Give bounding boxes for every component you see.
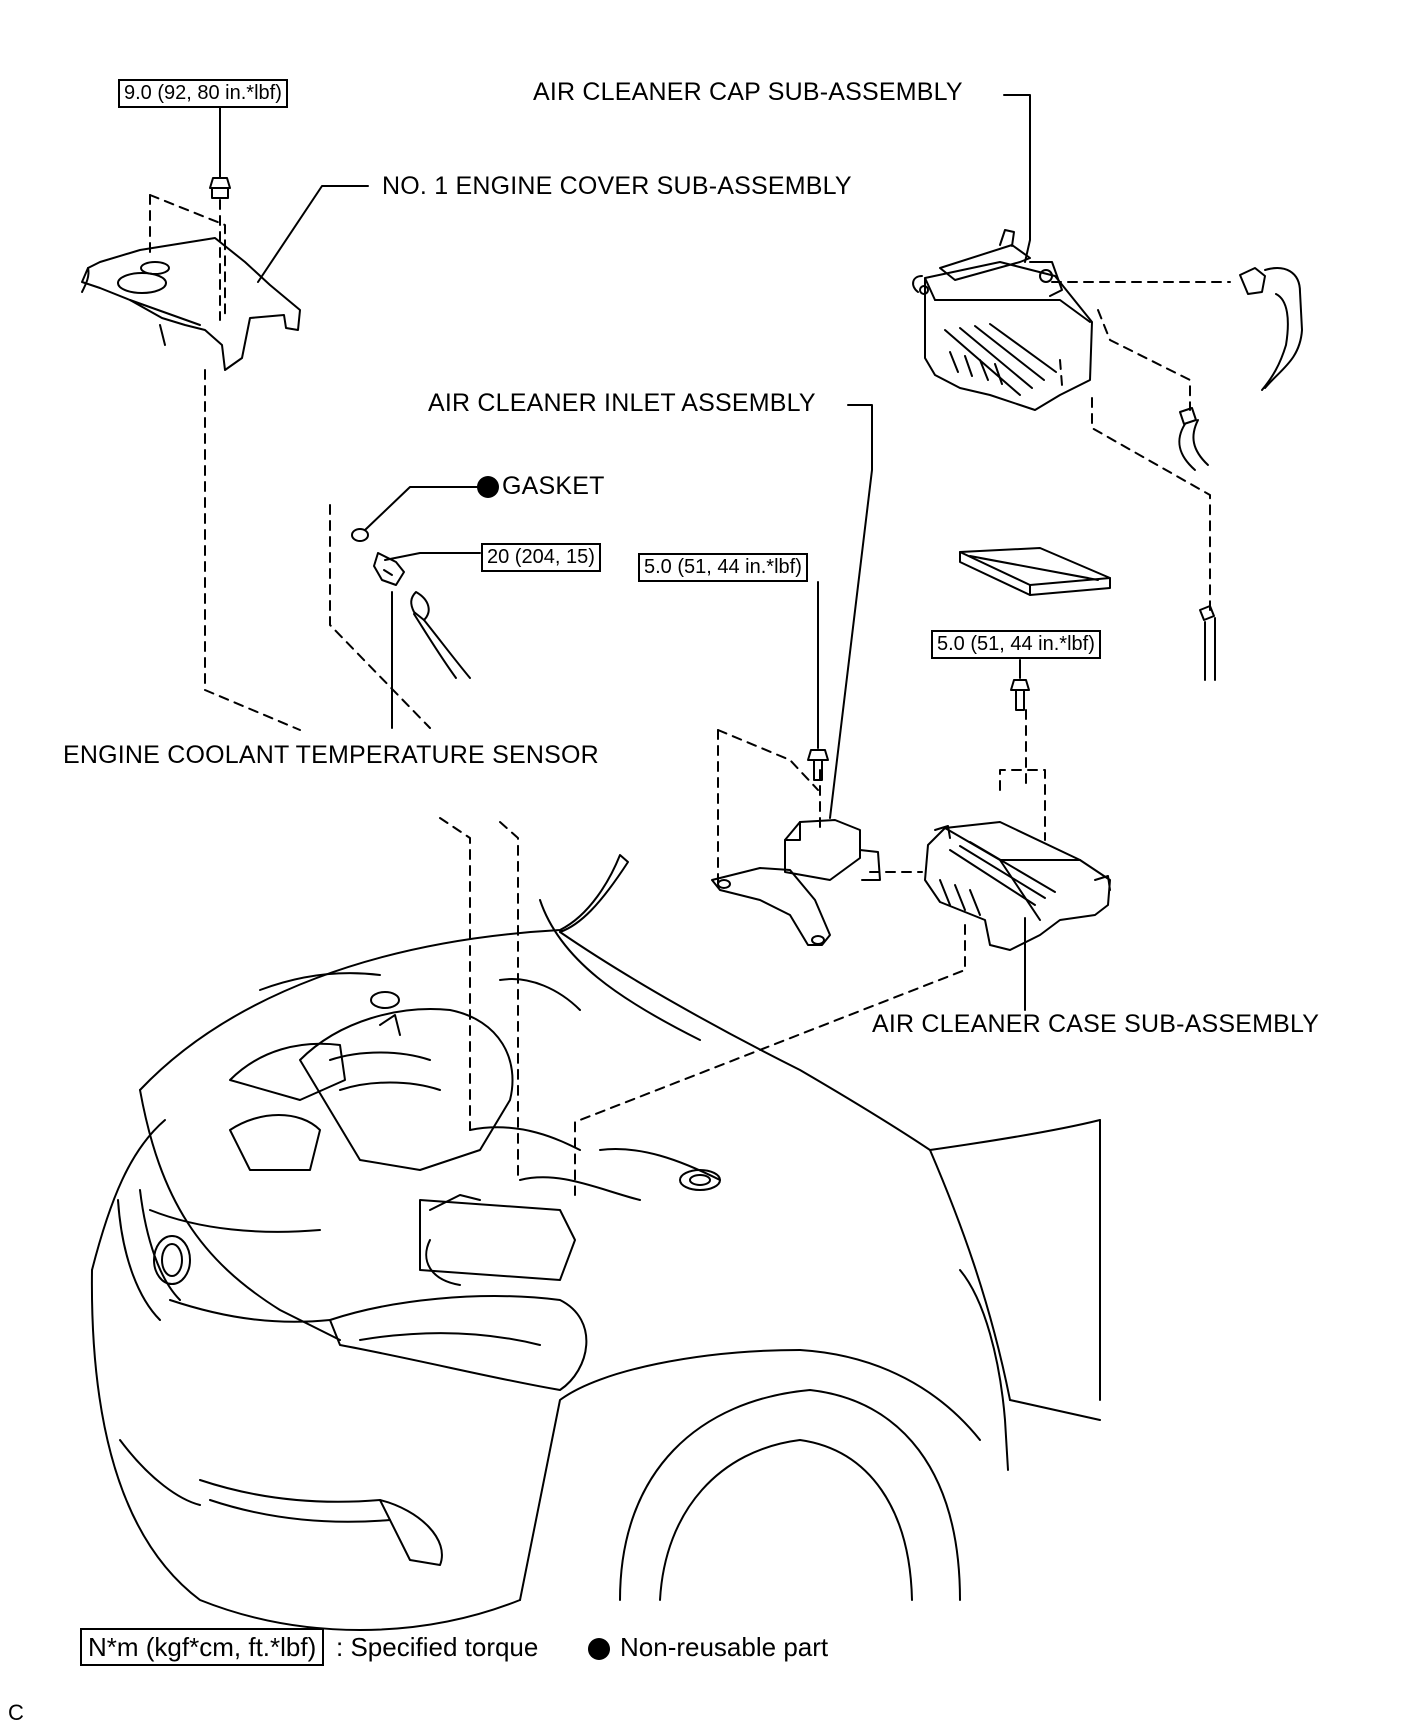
air-cleaner-cap [912, 229, 1093, 411]
engine-cover [81, 237, 301, 371]
coolant-sensor [351, 528, 471, 679]
air-cleaner-case [924, 821, 1111, 951]
dashed-lines [149, 194, 1231, 1196]
label-air-cleaner-cap: AIR CLEANER CAP SUB-ASSEMBLY [533, 78, 963, 106]
case-bolt [1010, 679, 1030, 711]
non-reusable-dot-icon [477, 476, 499, 498]
legend-non-reusable-dot-icon [588, 1638, 610, 1660]
torque-engine-cover-nut: 9.0 (92, 80 in.*lbf) [118, 79, 288, 108]
air-cleaner-inlet [711, 819, 881, 946]
torque-coolant-sensor: 20 (204, 15) [481, 543, 601, 572]
figure-code: C [8, 1700, 24, 1725]
label-gasket: GASKET [502, 472, 605, 500]
cover-nut [209, 177, 231, 199]
legend-torque-unit: N*m (kgf*cm, ft.*lbf) [80, 1628, 325, 1666]
vehicle-body [90, 854, 1101, 1631]
legend-torque-desc: : Specified torque [336, 1632, 539, 1662]
label-air-cleaner-case: AIR CLEANER CASE SUB-ASSEMBLY [872, 1010, 1320, 1038]
torque-inlet-bolt: 5.0 (51, 44 in.*lbf) [638, 553, 808, 582]
air-filter-element [959, 547, 1111, 596]
label-coolant-sensor: ENGINE COOLANT TEMPERATURE SENSOR [63, 741, 599, 769]
inlet-bolt [807, 749, 829, 781]
torque-case-bolt: 5.0 (51, 44 in.*lbf) [931, 630, 1101, 659]
label-engine-cover: NO. 1 ENGINE COVER SUB-ASSEMBLY [382, 172, 852, 200]
label-air-cleaner-inlet: AIR CLEANER INLET ASSEMBLY [428, 389, 816, 417]
legend-non-reusable: Non-reusable part [620, 1632, 829, 1662]
leader-lines [219, 94, 1031, 1011]
air-cleaner-hose [1178, 267, 1303, 681]
